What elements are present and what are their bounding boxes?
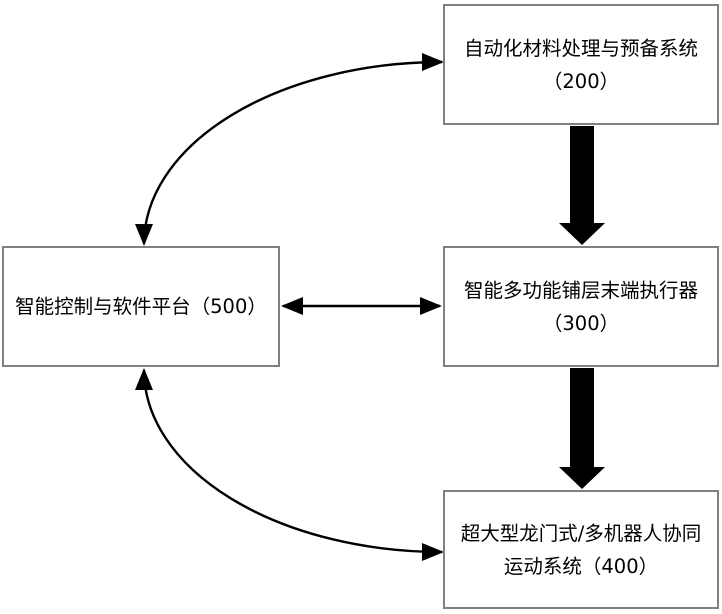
- edge-200-300-block-arrow: [559, 126, 605, 245]
- node-label-line2: （200）: [542, 69, 620, 93]
- edge-300-400-block-arrow: [559, 368, 605, 489]
- node-auto-material-prep-system: 自动化材料处理与预备系统 （200）: [443, 4, 719, 125]
- node-label-line2: 运动系统（400）: [503, 554, 659, 578]
- node-label-line1: 自动化材料处理与预备系统: [463, 36, 698, 60]
- edge-500-400-curved-arrow: [135, 368, 444, 561]
- node-multifunction-end-effector: 智能多功能铺层末端执行器 （300）: [443, 246, 719, 367]
- edge-500-200-curved-arrow: [135, 53, 444, 246]
- node-label-line1: 超大型龙门式/多机器人协同: [460, 521, 702, 545]
- node-label-line2: （300）: [542, 311, 620, 335]
- node-control-software-platform: 智能控制与软件平台（500）: [2, 246, 280, 367]
- node-gantry-multirobot-motion-system: 超大型龙门式/多机器人协同 运动系统（400）: [443, 490, 719, 609]
- node-label-line1: 智能多功能铺层末端执行器: [463, 278, 698, 302]
- node-label-line1: 智能控制与软件平台（500）: [15, 295, 267, 318]
